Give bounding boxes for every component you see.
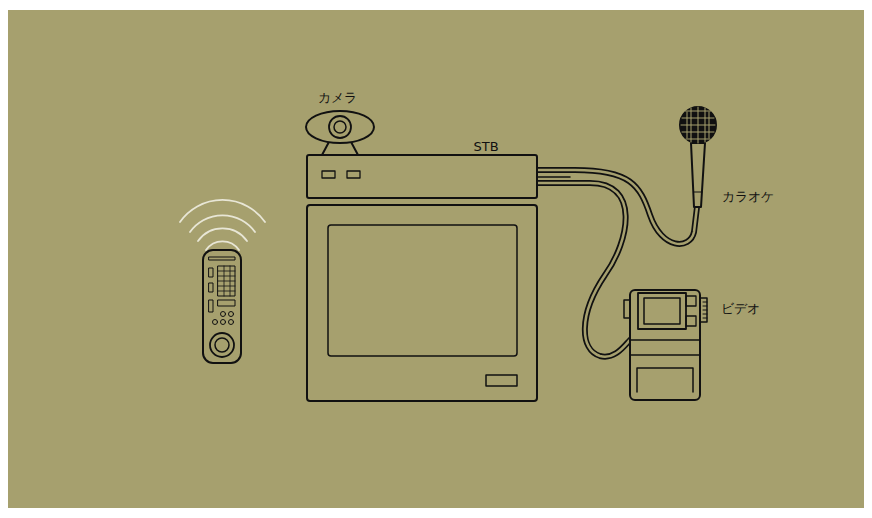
stb-box: [307, 155, 537, 198]
part-label: カラオケ: [722, 190, 774, 204]
background: [8, 10, 864, 508]
tv-monitor: [307, 205, 537, 401]
part-label: カメラ: [318, 91, 357, 105]
video-cable: [537, 183, 630, 357]
part-label: ビデオ: [721, 302, 760, 316]
microphone-icon: [680, 107, 716, 207]
video-icon: [624, 290, 707, 400]
part-label: STB: [473, 140, 498, 154]
mid-cable: [537, 177, 570, 178]
remote-control: [180, 200, 265, 363]
camera-icon: [306, 111, 374, 155]
